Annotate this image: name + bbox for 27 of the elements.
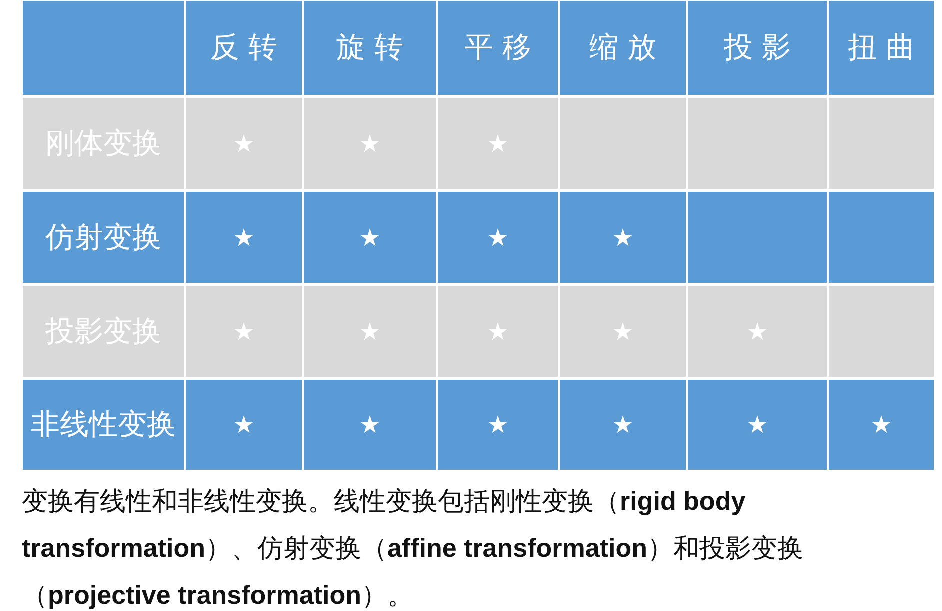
table-cell: ★	[688, 380, 827, 470]
table-cell: ★	[829, 380, 934, 470]
header-cell: 缩 放	[560, 1, 686, 95]
table-cell: ★	[304, 286, 436, 377]
table-cell: ★	[186, 98, 302, 189]
table-cell: ★	[304, 380, 436, 470]
table-cell: ★	[438, 286, 558, 377]
row-header-cell: 非线性变换	[23, 380, 184, 470]
table-cell: ★	[560, 380, 686, 470]
table-cell: ★	[438, 192, 558, 283]
table-cell: ★	[688, 286, 827, 377]
header-cell: 平 移	[438, 1, 558, 95]
table-cell: ★	[438, 98, 558, 189]
table-cell: ★	[186, 192, 302, 283]
table-cell: ★	[304, 98, 436, 189]
table-cell: ★	[560, 192, 686, 283]
table-cell: ★	[186, 380, 302, 470]
row-header-cell: 仿射变换	[23, 192, 184, 283]
header-cell: 投 影	[688, 1, 827, 95]
header-cell: 旋 转	[304, 1, 436, 95]
header-cell: 扭 曲	[829, 1, 934, 95]
caption: 变换有线性和非线性变换。线性变换包括刚性变换（rigid body transformation）、仿射变换（affine transformation）和投影变换（projective transformation）。	[22, 485, 804, 611]
table-cell: ★	[438, 380, 558, 470]
header-cell: 反 转	[186, 1, 302, 95]
table-cell: ★	[186, 286, 302, 377]
table-cell: ★	[560, 286, 686, 377]
table-cell: ★	[304, 192, 436, 283]
